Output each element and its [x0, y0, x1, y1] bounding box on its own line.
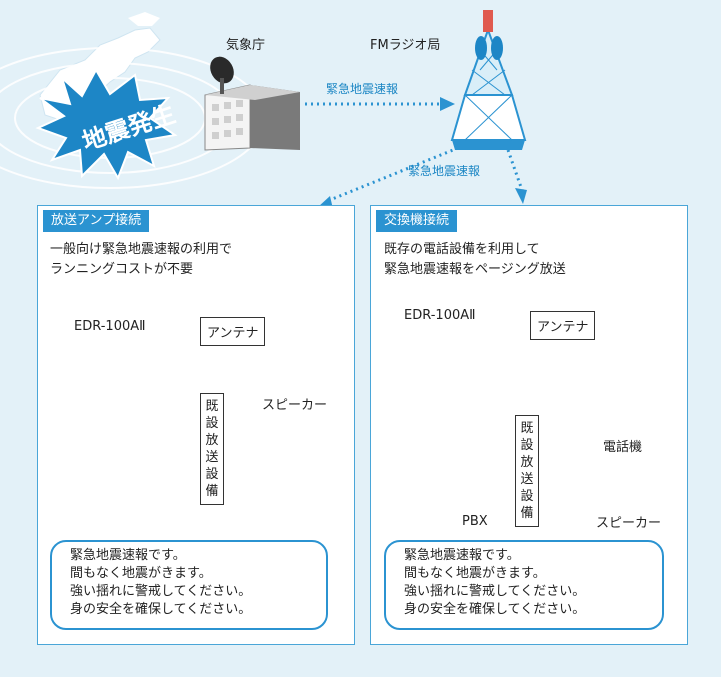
fm-tower — [450, 10, 527, 150]
announcement-line: 身の安全を確保してください。 — [70, 602, 252, 617]
vchar: 送 — [520, 472, 534, 487]
vchar: 放 — [205, 433, 219, 448]
vchar: 備 — [520, 506, 534, 521]
left-announcement: 緊急地震速報です。 間もなく地震がきます。 強い揺れに警戒してください。 身の安… — [70, 547, 251, 619]
eew-label-bottom: 緊急地震速報 — [408, 164, 481, 178]
phone-label: 電話機 — [603, 440, 643, 455]
left-panel-description: 一般向け緊急地震速報の利用で ランニングコストが不要 — [50, 240, 232, 280]
announcement-line: 緊急地震速報です。 — [70, 548, 186, 563]
pbx-label: PBX — [462, 514, 488, 529]
left-broadcast-equipment-label: 既 設 放 送 設 備 — [200, 393, 224, 505]
right-panel-tag: 交換機接続 — [376, 210, 458, 232]
vchar: 送 — [205, 450, 219, 465]
left-panel-tag: 放送アンプ接続 — [43, 210, 150, 232]
announcement-line: 身の安全を確保してください。 — [404, 602, 586, 617]
arrow-head-down — [515, 188, 527, 204]
japan-map-north — [128, 12, 160, 26]
right-speaker-label: スピーカー — [596, 516, 662, 531]
right-announcement: 緊急地震速報です。 間もなく地震がきます。 強い揺れに警戒してください。 身の安… — [404, 547, 585, 619]
right-desc-line: 緊急地震速報をページング放送 — [384, 262, 566, 277]
left-speech-bubble — [50, 540, 328, 630]
announcement-line: 強い揺れに警戒してください。 — [70, 584, 252, 599]
quake-burst — [35, 67, 178, 181]
vchar: 設 — [520, 489, 534, 504]
right-broadcast-equipment-label: 既 設 放 送 設 備 — [515, 415, 539, 527]
left-desc-line: ランニングコストが不要 — [50, 262, 194, 277]
vchar: 既 — [520, 421, 534, 436]
jma-label: 気象庁 — [226, 38, 266, 53]
right-panel-description: 既存の電話設備を利用して 緊急地震速報をページング放送 — [384, 240, 566, 280]
right-speech-bubble — [384, 540, 664, 630]
left-device-label: EDR-100AⅡ — [74, 319, 146, 334]
right-desc-line: 既存の電話設備を利用して — [384, 242, 540, 257]
announcement-line: 緊急地震速報です。 — [404, 548, 520, 563]
vchar: 既 — [205, 399, 219, 414]
vchar: 備 — [205, 484, 219, 499]
announcement-line: 間もなく地震がきます。 — [70, 566, 212, 581]
right-antenna-label: アンテナ — [530, 311, 596, 340]
left-speaker-label: スピーカー — [262, 398, 328, 413]
vchar: 設 — [205, 467, 219, 482]
announcement-line: 間もなく地震がきます。 — [404, 566, 546, 581]
left-antenna-label: アンテナ — [200, 317, 266, 346]
fm-station-label: FMラジオ局 — [370, 38, 441, 53]
jma-building — [204, 56, 300, 151]
right-device-label: EDR-100AⅡ — [404, 308, 476, 323]
vchar: 放 — [520, 455, 534, 470]
vchar: 設 — [520, 438, 534, 453]
announcement-line: 強い揺れに警戒してください。 — [404, 584, 586, 599]
left-desc-line: 一般向け緊急地震速報の利用で — [50, 242, 233, 257]
eew-label-top: 緊急地震速報 — [326, 82, 399, 96]
vchar: 設 — [205, 416, 219, 431]
arrow-head-right — [440, 97, 455, 111]
